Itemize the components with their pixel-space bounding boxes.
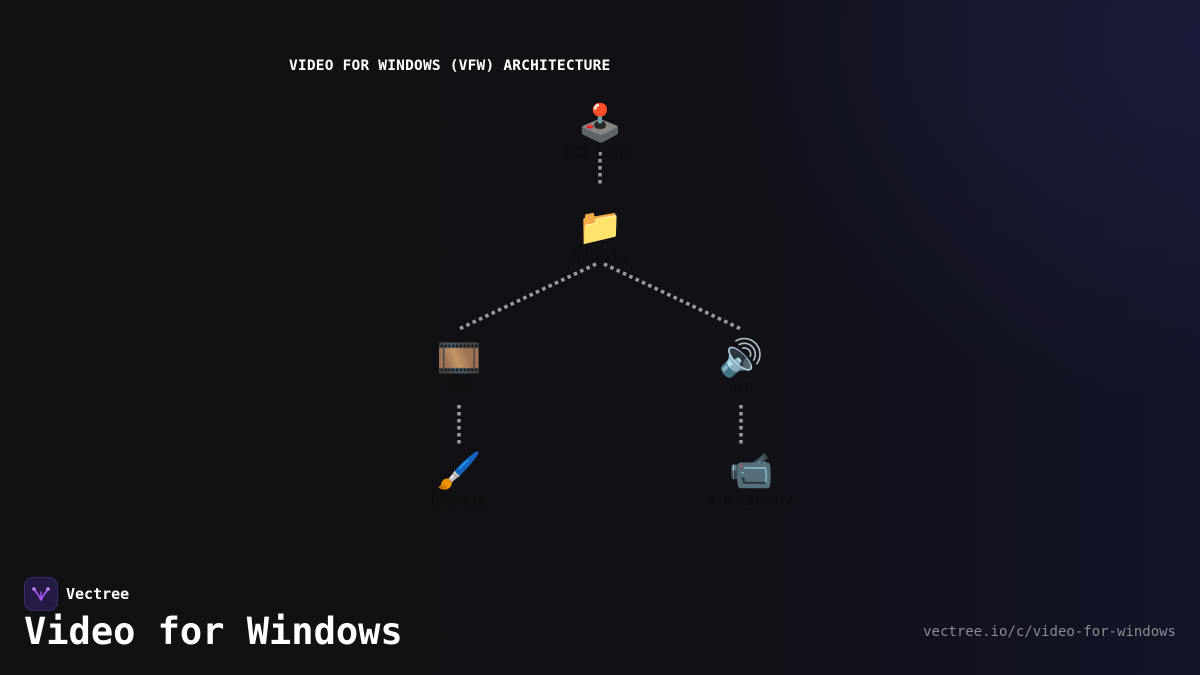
- video-camera-icon: 📹: [728, 451, 774, 492]
- film-frames-icon: 🎞️: [436, 338, 482, 379]
- joystick-icon: 🕹️: [577, 103, 623, 144]
- node-label-av-capture: A/V Capture: [707, 494, 795, 509]
- node-vcm: 🎞️ VCM: [389, 337, 529, 396]
- page-title: Video for Windows: [24, 610, 403, 653]
- node-acm: 🔊 ACM: [671, 337, 811, 396]
- edge-avifile-acm: [603, 262, 742, 331]
- node-label-mci-layer: MCI Layer: [564, 146, 636, 161]
- edge-avifile-vcm: [458, 262, 597, 331]
- paintbrush-icon: 🖌️: [436, 451, 482, 492]
- node-drawdib: 🖌️ DrawDib: [389, 450, 529, 509]
- diagram-title: VIDEO FOR WINDOWS (VFW) ARCHITECTURE: [289, 58, 611, 74]
- brand[interactable]: Vectree: [24, 577, 129, 611]
- node-label-avifile: AVIFile: [572, 250, 628, 265]
- brand-name: Vectree: [66, 585, 130, 603]
- node-label-drawdib: DrawDib: [431, 494, 487, 509]
- node-mci-layer: 🕹️ MCI Layer: [530, 102, 670, 161]
- node-label-acm: ACM: [729, 381, 753, 396]
- node-av-capture: 📹 A/V Capture: [681, 450, 821, 509]
- vectree-logo-icon: [24, 577, 58, 611]
- speaker-icon: 🔊: [718, 338, 764, 379]
- node-label-vcm: VCM: [447, 381, 471, 396]
- folder-icon: 📁: [577, 207, 623, 248]
- page-url-link[interactable]: vectree.io/c/video-for-windows: [923, 624, 1176, 640]
- node-avifile: 📁 AVIFile: [530, 206, 670, 265]
